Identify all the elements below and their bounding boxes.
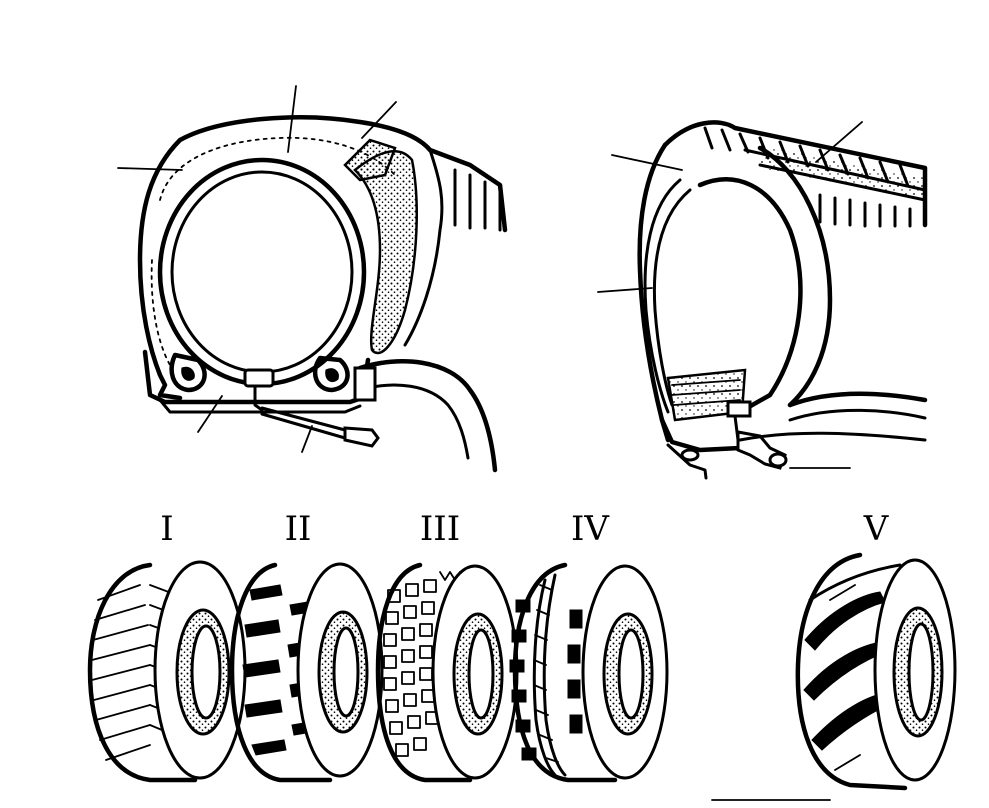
tubeless-tire-cross-section xyxy=(597,120,928,480)
tube-tire-cross-section xyxy=(117,85,508,473)
tire-label-3: III xyxy=(420,509,460,549)
tire-type-2-illustration xyxy=(229,562,384,783)
tire-type-labels: I II III IV V xyxy=(160,509,889,549)
tire-type-3-illustration xyxy=(375,562,519,783)
tire-label-4: IV xyxy=(571,509,610,549)
tire-type-5-illustration xyxy=(795,552,957,791)
tire-type-4-illustration xyxy=(509,562,669,783)
tire-label-2: II xyxy=(285,509,312,549)
tire-label-5: V xyxy=(863,509,890,549)
tire-type-1-illustration xyxy=(87,560,247,783)
tire-label-1: I xyxy=(160,509,173,549)
